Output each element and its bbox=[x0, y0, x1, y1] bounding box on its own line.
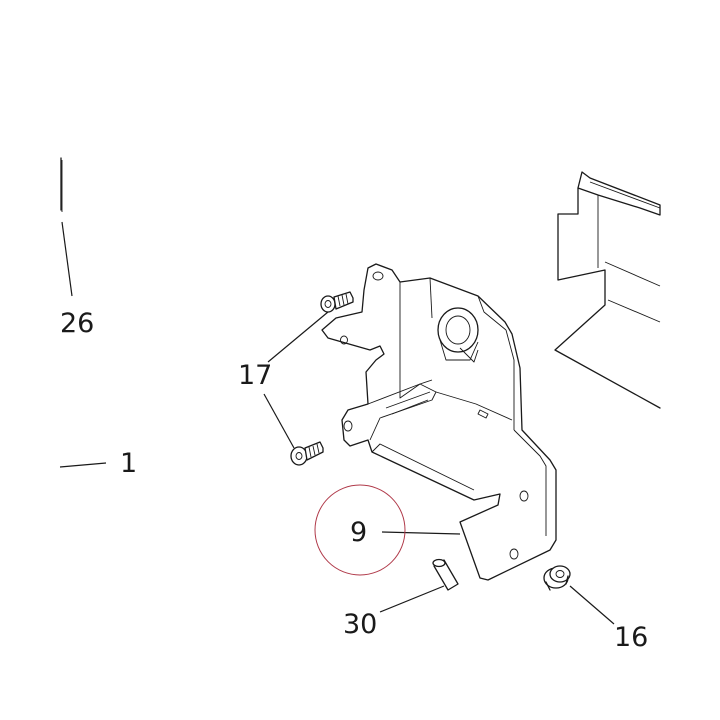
callout-17: 17 bbox=[238, 360, 272, 391]
leader-1 bbox=[59, 462, 107, 468]
part-26-rod bbox=[60, 157, 63, 212]
leader-30 bbox=[379, 585, 445, 613]
callout-30: 30 bbox=[343, 609, 377, 640]
leader-17-upper bbox=[267, 311, 329, 363]
part-17-screw-lower bbox=[290, 441, 324, 466]
chassis-panel bbox=[554, 171, 661, 409]
leader-26 bbox=[61, 221, 73, 297]
leader-9 bbox=[381, 531, 461, 535]
part-16-grommet bbox=[543, 565, 571, 591]
part-17-screw-upper bbox=[320, 291, 354, 313]
leader-lines bbox=[59, 221, 615, 625]
callout-16: 16 bbox=[614, 622, 648, 653]
leader-17-lower bbox=[263, 393, 295, 449]
callout-9-highlight-circle bbox=[314, 484, 406, 576]
leader-16 bbox=[569, 585, 615, 625]
part-9-bracket bbox=[321, 263, 557, 581]
callout-9: 9 bbox=[350, 517, 367, 548]
callout-1: 1 bbox=[120, 448, 137, 479]
callout-26: 26 bbox=[60, 308, 94, 339]
part-30-pin bbox=[432, 558, 459, 591]
